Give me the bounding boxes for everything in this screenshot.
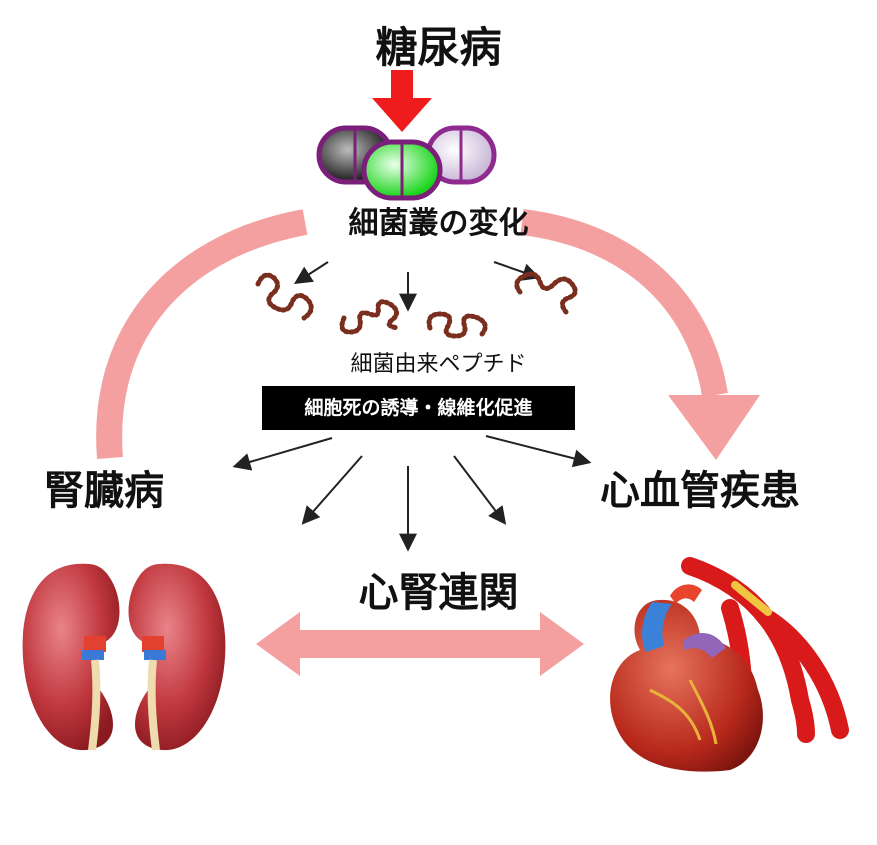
kidney-disease-label: 腎臓病 <box>44 468 164 514</box>
right-curve-arrow <box>520 209 728 398</box>
plaque-icon <box>731 581 772 616</box>
cardiorenal-link-label: 心腎連関 <box>358 570 519 616</box>
cardiorenal-double-arrow <box>256 612 584 676</box>
peptide-chain-icon <box>255 271 578 339</box>
cardiovascular-disease-label: 心血管疾患 <box>600 468 800 514</box>
down-arrow-icon <box>372 70 432 132</box>
right-curve-arrowhead <box>668 395 760 460</box>
microbiome-change-label: 細菌叢の変化 <box>348 206 529 241</box>
effect-box: 細胞死の誘導・線維化促進 <box>262 386 575 430</box>
kidney-icon <box>22 563 226 751</box>
heart-icon <box>610 584 763 772</box>
arrow-fan-1 <box>301 455 363 525</box>
left-curve-arrow <box>96 209 308 460</box>
diabetes-label: 糖尿病 <box>375 23 502 72</box>
arrow-to-cardio-disease <box>485 435 592 468</box>
arrow-to-peptide-left <box>293 261 329 284</box>
arrow-fan-3 <box>453 455 507 525</box>
bacterial-peptide-label: 細菌由来ペプチド <box>350 352 527 377</box>
arrow-to-kidney-disease <box>232 437 333 471</box>
bacteria-icon <box>316 125 497 201</box>
